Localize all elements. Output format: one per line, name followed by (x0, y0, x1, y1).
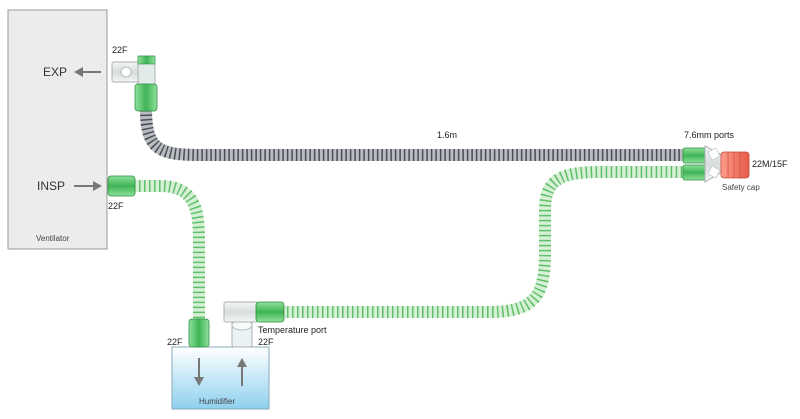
insp-label: INSP (37, 179, 66, 193)
wye-exp-cuff (682, 147, 708, 164)
wye-connector (704, 145, 723, 183)
temperature-port-label: Temperature port (258, 325, 327, 335)
insp-cuff (107, 175, 136, 197)
humidifier-label: Humidifier (199, 397, 236, 406)
wye-insp-cuff (682, 164, 708, 181)
humidifier-outlet-connector (223, 301, 259, 348)
insp-arrow-icon (74, 181, 102, 191)
tube-length-label: 1.6m (437, 130, 458, 140)
exp-cuff-top (137, 55, 156, 65)
humidifier-up-arrow-icon (237, 358, 247, 386)
inspiratory-tube-to-humidifier (134, 180, 205, 320)
exp-port-label: 22F (112, 45, 128, 55)
safety-cap (720, 151, 750, 179)
ventilator-box (7, 9, 108, 250)
expiratory-tube (140, 109, 684, 161)
humidifier-inlet-cuff (188, 318, 210, 348)
temperature-port-cuff (255, 301, 285, 323)
humidifier-outlet-label: 22F (258, 337, 274, 347)
humidifier-box (171, 346, 270, 410)
exp-arrow-icon (74, 67, 101, 77)
safety-cap-label: Safety cap (722, 183, 760, 192)
ports-label: 7.6mm ports (684, 130, 735, 140)
humidifier-inlet-label: 22F (167, 337, 183, 347)
ventilator-label: Ventilator (36, 234, 70, 243)
insp-port-label: 22F (108, 201, 124, 211)
humidifier-down-arrow-icon (194, 358, 204, 386)
wye-connector-label: 22M/15F (752, 159, 788, 169)
exp-cuff (134, 83, 158, 112)
exp-label: EXP (43, 65, 68, 79)
inspiratory-tube-to-patient (282, 166, 684, 318)
